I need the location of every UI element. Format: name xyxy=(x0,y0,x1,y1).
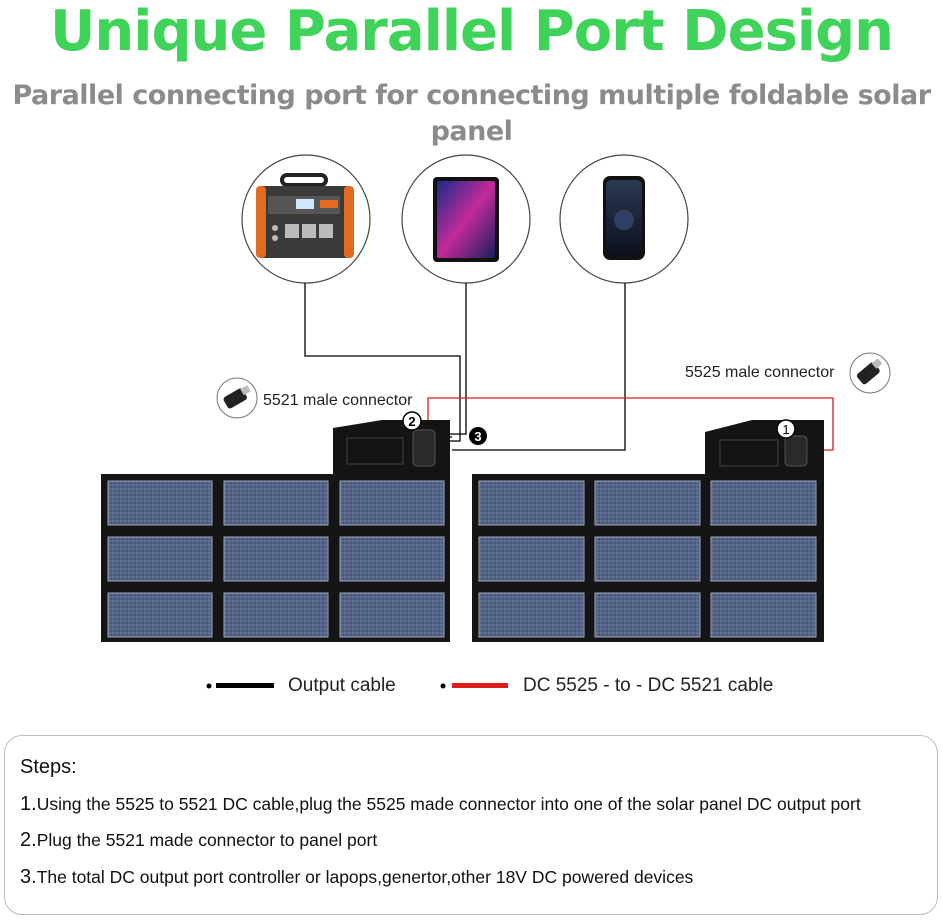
power-station-device xyxy=(241,154,371,284)
dc-port-2 xyxy=(412,429,436,467)
solar-cell xyxy=(107,480,213,526)
page-subtitle: Parallel connecting port for connecting … xyxy=(12,80,931,147)
dc-port-1 xyxy=(784,435,808,467)
plug-5521-icon xyxy=(216,377,258,419)
solar-cell xyxy=(223,536,329,582)
panel-cells xyxy=(107,480,445,638)
solar-cell xyxy=(594,536,701,582)
step-text: The total DC output port controller or l… xyxy=(36,867,694,887)
smartphone-device xyxy=(559,154,689,284)
legend-output-label: Output cable xyxy=(288,675,396,696)
step-number: 2. xyxy=(20,829,37,851)
solar-cell xyxy=(710,536,817,582)
solar-cell xyxy=(594,480,701,526)
power-station-icon xyxy=(256,173,354,258)
step-item: 1.Using the 5525 to 5521 DC cable,plug t… xyxy=(20,792,861,816)
solar-cell xyxy=(478,480,585,526)
smartphone-icon xyxy=(603,176,645,260)
solar-panel-left xyxy=(101,420,450,642)
solar-cell xyxy=(478,592,585,638)
solar-cell xyxy=(223,480,329,526)
step-text: Plug the 5521 made connector to panel po… xyxy=(36,830,378,850)
legend-dc-label: DC 5525 - to - DC 5521 cable xyxy=(523,675,774,696)
page-title: Unique Parallel Port Design xyxy=(49,0,894,64)
label-5521-connector: 5521 male connector xyxy=(263,392,413,409)
tablet-icon xyxy=(433,177,499,262)
cable-tablet xyxy=(450,283,467,435)
steps-heading: Steps: xyxy=(20,756,77,778)
solar-cell xyxy=(339,480,445,526)
label-5525-connector: 5525 male connector xyxy=(685,364,835,381)
marker-1: 1 xyxy=(776,419,796,439)
legend-output-swatch xyxy=(216,683,274,688)
step-number: 1. xyxy=(20,793,37,815)
solar-cell xyxy=(107,592,213,638)
legend-output-cable xyxy=(206,683,274,689)
connection-diagram: 2 3 1 xyxy=(101,154,891,689)
marker-2: 2 xyxy=(402,411,422,431)
step-item: 3.The total DC output port controller or… xyxy=(20,865,693,889)
plug-5525-icon xyxy=(849,352,891,394)
panel-cells xyxy=(478,480,817,638)
dc-5525-5521-cable xyxy=(427,397,834,451)
cable-power-station xyxy=(304,283,461,442)
solar-cell xyxy=(339,592,445,638)
step-number: 3. xyxy=(20,866,37,888)
solar-cell xyxy=(223,592,329,638)
solar-cell xyxy=(339,536,445,582)
step-text: Using the 5525 to 5521 DC cable,plug the… xyxy=(36,794,861,814)
marker-3-label: 3 xyxy=(474,429,481,444)
legend-dc-cable xyxy=(440,683,508,689)
cable-phone xyxy=(452,283,626,451)
solar-cell xyxy=(710,480,817,526)
marker-2-label: 2 xyxy=(408,414,415,429)
marker-3: 3 xyxy=(469,427,487,445)
solar-cell xyxy=(107,536,213,582)
steps-panel: Steps: 1.Using the 5525 to 5521 DC cable… xyxy=(4,735,938,915)
solar-cell xyxy=(478,536,585,582)
solar-cell xyxy=(594,592,701,638)
step-item: 2.Plug the 5521 made connector to panel … xyxy=(20,828,377,852)
solar-panel-right xyxy=(472,420,824,642)
marker-1-label: 1 xyxy=(782,422,789,437)
solar-cell xyxy=(710,592,817,638)
tablet-device xyxy=(401,154,531,284)
legend-dc-swatch xyxy=(452,683,508,688)
